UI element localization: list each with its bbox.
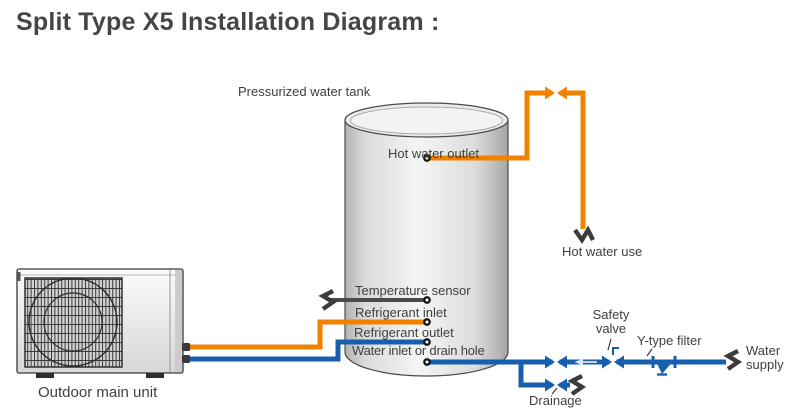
unit-grille xyxy=(24,277,123,368)
hot-water-use-label: Hot water use xyxy=(562,244,643,259)
hot-water-pipe xyxy=(430,90,586,229)
temperature-sensor-break-icon xyxy=(323,291,333,309)
tank-top-rim xyxy=(350,106,503,135)
y-type-filter-icon xyxy=(651,356,677,376)
safety-valve-handle-icon xyxy=(612,347,619,355)
pressurized-tank-label: Pressurized water tank xyxy=(238,84,371,99)
page-title: Split Type X5 Installation Diagram : xyxy=(16,8,440,36)
safety-valve-icon xyxy=(602,354,624,370)
drainage-label: Drainage xyxy=(529,393,582,408)
safety-valve-label: Safety valve xyxy=(583,308,639,336)
drainage-break-icon xyxy=(572,376,582,394)
outdoor-unit xyxy=(16,268,184,378)
refrigerant-outlet-connection-icon xyxy=(423,338,431,346)
y-type-filter-label: Y-type filter xyxy=(637,333,702,348)
outdoor-unit-label: Outdoor main unit xyxy=(38,384,158,401)
unit-foot-right xyxy=(146,373,164,378)
water-inlet-label: Water inlet or drain hole xyxy=(352,343,485,358)
safety-valve-label-line2: valve xyxy=(595,321,627,336)
water-supply-label-line1: Water xyxy=(746,343,781,358)
unit-side-band xyxy=(175,270,182,372)
refrigerant-outlet-pipe xyxy=(188,339,424,362)
safety-valve-label-line1: Safety xyxy=(592,307,630,322)
unit-hinge-detail xyxy=(17,272,21,281)
temperature-sensor-connection-icon xyxy=(423,296,431,304)
refrigerant-inlet-label: Refrigerant inlet xyxy=(355,305,447,320)
safety-valve-pointer xyxy=(607,338,612,351)
refrigerant-inlet-pipe xyxy=(186,319,424,350)
unit-foot-left xyxy=(36,373,54,378)
flow-arrow-icon xyxy=(574,358,597,366)
hot-water-outlet-label: Hot water outlet xyxy=(388,146,480,161)
drainage-valve-icon xyxy=(545,377,567,393)
drainage-pointer xyxy=(551,387,558,395)
fan-icon xyxy=(28,278,118,367)
refrigerant-inlet-connection-icon xyxy=(423,318,431,326)
refrigerant-outlet-label: Refrigerant outlet xyxy=(354,325,454,340)
hot-water-outlet-connection-icon xyxy=(423,154,431,162)
water-supply-label-line2: supply xyxy=(746,357,784,372)
y-type-filter-pointer xyxy=(646,348,653,357)
water-supply-label: Water supply xyxy=(746,344,784,372)
hot-water-use-break-icon xyxy=(575,230,593,240)
unit-cold-fitting-icon xyxy=(182,355,190,363)
hot-water-valve-icon xyxy=(545,85,567,101)
unit-hot-fitting-icon xyxy=(182,343,190,351)
water-tank xyxy=(344,102,509,377)
water-inlet-connection-icon xyxy=(423,358,431,366)
shutoff-valve-icon xyxy=(545,354,567,370)
water-supply-break-icon xyxy=(728,351,738,369)
temperature-sensor-label: Temperature sensor xyxy=(355,283,471,298)
